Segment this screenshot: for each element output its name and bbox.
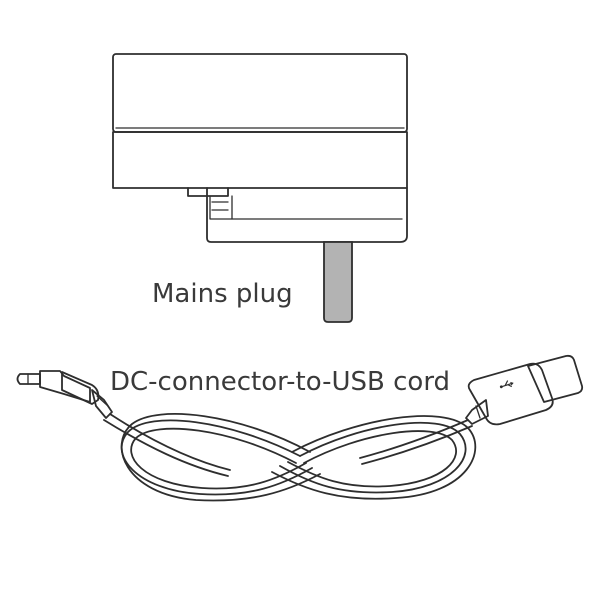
adapter-latch-ridges bbox=[211, 201, 229, 211]
cable-loop bbox=[120, 419, 313, 496]
adapter-body bbox=[112, 131, 408, 189]
coiled-cable-icon bbox=[103, 413, 477, 502]
cable-loop bbox=[287, 430, 457, 488]
dc-strain-relief bbox=[91, 389, 113, 419]
mains-adapter-icon bbox=[112, 53, 408, 243]
cable-loop bbox=[120, 413, 321, 502]
cable-segment bbox=[109, 413, 231, 471]
adapter-top-cap bbox=[112, 53, 408, 133]
usb-symbol-icon bbox=[499, 380, 514, 389]
dc-pin-tip bbox=[16, 373, 41, 385]
dc-connector-icon bbox=[16, 370, 113, 419]
adapter-latch-lower bbox=[209, 195, 233, 220]
cord-label: DC-connector-to-USB cord bbox=[110, 367, 451, 397]
cable-loop bbox=[271, 415, 477, 500]
cable-segment bbox=[103, 419, 229, 477]
cable-loop bbox=[130, 427, 307, 490]
mains-plug-label: Mains plug bbox=[152, 279, 293, 309]
adapter-latch bbox=[187, 187, 229, 197]
prong-body bbox=[323, 241, 353, 323]
adapter-base bbox=[206, 187, 408, 243]
plug-prong-icon bbox=[323, 241, 353, 323]
usb-body bbox=[467, 362, 554, 426]
usb-strain-relief bbox=[465, 399, 489, 425]
dc-strain-line bbox=[96, 395, 109, 407]
usb-metal-shell bbox=[527, 354, 584, 403]
cable-segment bbox=[359, 419, 469, 459]
dc-housing bbox=[61, 371, 100, 405]
usb-strain-line bbox=[475, 405, 481, 419]
dc-barrel bbox=[39, 370, 91, 403]
cable-loop bbox=[279, 421, 467, 494]
cable-segment bbox=[361, 425, 473, 465]
usb-plug-icon bbox=[465, 354, 584, 426]
